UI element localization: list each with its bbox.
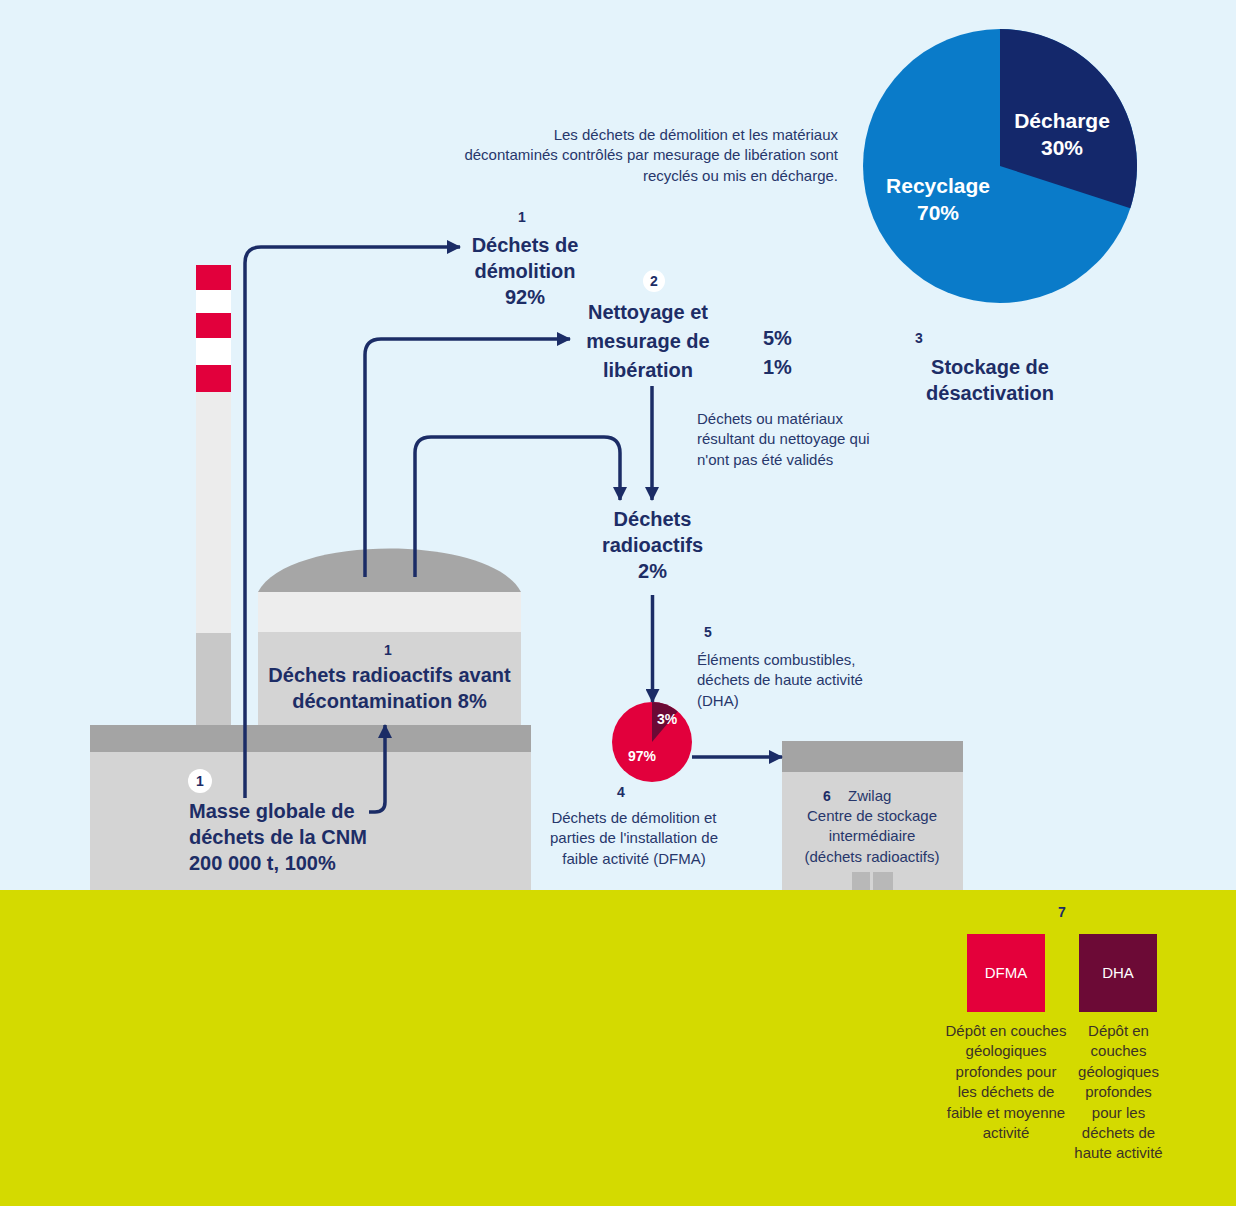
- note-text: Déchets de démolition et parties de l'in…: [542, 808, 726, 869]
- chimney-stripe: [196, 313, 231, 338]
- flow-arrow: [651, 595, 655, 702]
- callout-number: 1: [514, 208, 530, 226]
- flow-step: Nettoyage et mesurage de libération: [570, 298, 726, 386]
- flow-arrow: [692, 755, 782, 759]
- callout-number: 7: [1054, 903, 1070, 921]
- building-wall: [782, 772, 963, 890]
- flow-arrow: [650, 386, 654, 500]
- node-text: DHA: [1079, 934, 1157, 1012]
- reactor-building: Déchets radioactifs avant décontaminatio…: [258, 548, 521, 725]
- node-text: Centre de stockage intermédiaire (déchet…: [802, 806, 942, 867]
- node-text: Déchets radioactifs avant décontaminatio…: [250, 662, 529, 714]
- node-text: Nettoyage et mesurage de libération: [570, 298, 726, 385]
- node-text: Masse globale de déchets de la CNM 200 0…: [189, 798, 403, 876]
- node-text: Déchets radioactifs 2%: [595, 506, 710, 584]
- step-label: Stockage de désactivation: [900, 354, 1080, 406]
- flow-step: Déchets radioactifs 2%: [595, 500, 710, 595]
- callout-number: 1: [188, 769, 212, 793]
- node-text: Zwilag: [848, 786, 918, 806]
- sky: [0, 0, 1236, 890]
- repository-description: Dépôt en couches géologiques profondes p…: [944, 1021, 1068, 1143]
- plant-building: Masse globale de déchets de la CNM 200 0…: [90, 725, 531, 890]
- percentage: 1%: [763, 354, 792, 380]
- callout-number: 3: [912, 329, 926, 347]
- ground: [0, 890, 1236, 1206]
- chimney-stripe: [196, 290, 231, 313]
- pie-chart-shape: [863, 29, 1137, 303]
- node-text: Décharge 30%: [997, 107, 1127, 161]
- reactor-dome: [258, 549, 521, 593]
- door: [873, 872, 893, 890]
- node-text: 97%: [624, 748, 660, 764]
- repository-box: DFMA: [967, 934, 1045, 1012]
- pie-slice: [863, 29, 1137, 303]
- callout-number: 1: [380, 641, 396, 659]
- pie-chart: Décharge 30% Recyclage 70%: [863, 29, 1137, 303]
- node-text: Recyclage 70%: [873, 172, 1003, 226]
- node-text: DFMA: [967, 934, 1045, 1012]
- chimney-stripe: [196, 365, 231, 392]
- note-text: Éléments combustibles, déchets de haute …: [697, 650, 871, 711]
- chimney-shaft: [196, 392, 231, 633]
- building-wall: [90, 752, 531, 890]
- node-text: 3%: [655, 711, 679, 727]
- repository-box: DHA: [1079, 934, 1157, 1012]
- roof-strip: [782, 741, 963, 772]
- chimney-base: [196, 633, 231, 726]
- callout-number: 6: [819, 787, 835, 805]
- roof-strip: [90, 725, 531, 752]
- chimney-stripe: [196, 338, 231, 365]
- repository-description: Dépôt en couches géologiques profondes p…: [1071, 1021, 1166, 1164]
- flow-step: Déchets de démolition 92%: [460, 232, 590, 314]
- node-text: Déchets de démolition 92%: [460, 232, 590, 310]
- flow-arrow: [365, 339, 570, 577]
- storage-building: ZwilagCentre de stockage intermédiaire (…: [782, 741, 963, 890]
- percentage: 5%: [763, 325, 792, 351]
- pie-chart: 97% 3%: [612, 702, 692, 782]
- door: [852, 872, 870, 890]
- callout-number: 2: [643, 270, 665, 292]
- callout-number: 4: [613, 783, 629, 801]
- connector-label: Déchets ou matériaux résultant du nettoy…: [697, 409, 881, 470]
- pie-chart-shape: [612, 702, 692, 782]
- pie-slice: [612, 702, 692, 782]
- note-text: Les déchets de démolition et les matéria…: [458, 125, 838, 186]
- chimney-stripe: [196, 265, 231, 290]
- reactor-band: [258, 592, 521, 632]
- callout-number: 5: [700, 623, 716, 641]
